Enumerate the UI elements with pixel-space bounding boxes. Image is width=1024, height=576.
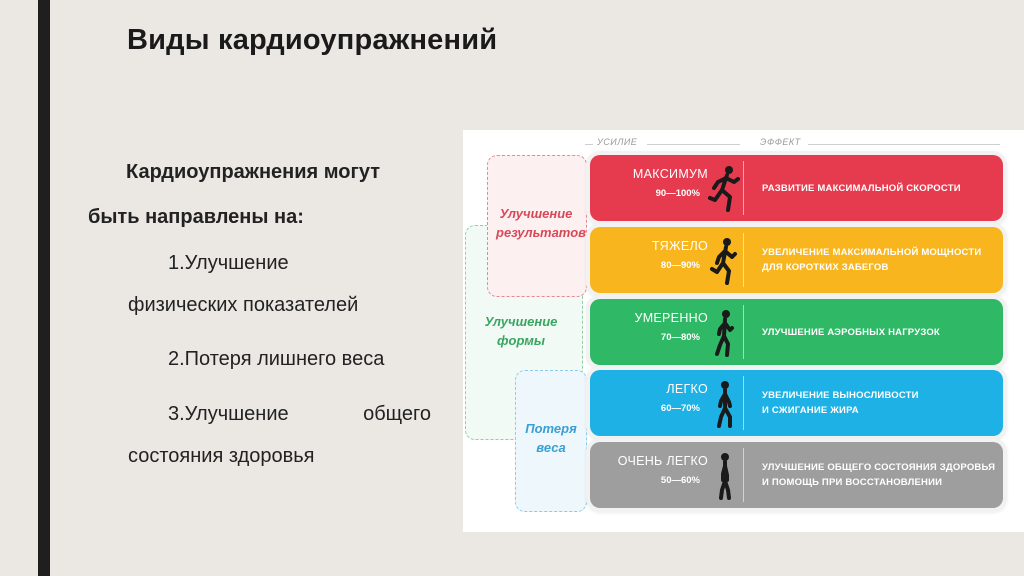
intro-line-2: быть направлены на: (88, 206, 304, 228)
zone-effect-line-1: УЛУЧШЕНИЕ АЭРОБНЫХ НАГРУЗОК (762, 326, 940, 338)
list-item-1-line-1: 1.Улучшение (168, 252, 289, 274)
group-label-form: Улучшение формы (481, 312, 561, 350)
zone-name: УМЕРЕННО (634, 311, 708, 325)
zone-effect: УЛУЧШЕНИЕ ОБЩЕГО СОСТОЯНИЯ ЗДОРОВЬЯ И ПО… (762, 442, 997, 508)
zone-effect-line-1: РАЗВИТИЕ МАКСИМАЛЬНОЙ СКОРОСТИ (762, 182, 961, 194)
zone-divider (743, 448, 744, 502)
zone-name: ТЯЖЕЛО (652, 239, 708, 253)
zone-effect-line-2: И ПОМОЩЬ ПРИ ВОССТАНОВЛЕНИИ (762, 477, 943, 488)
zone-row-easy: ЛЕГКО 60—70% УВЕЛИЧЕНИЕ ВЫНОСЛИВОСТИ И С… (590, 370, 1003, 436)
slide-title: Виды кардиоупражнений (127, 24, 498, 56)
walker-icon (719, 453, 731, 500)
zone-effect-line-1: УВЕЛИЧЕНИЕ ВЫНОСЛИВОСТИ (762, 390, 919, 401)
group-label-weight-line-2: веса (536, 440, 566, 455)
running-runner-icon (710, 238, 737, 285)
group-label-results-line-1: Улучшение (499, 206, 573, 221)
group-label-weight-line-1: Потеря (525, 421, 577, 436)
zone-percent: 70—80% (660, 332, 700, 343)
group-box-weight-loss (515, 370, 587, 512)
zone-effect-line-1: УЛУЧШЕНИЕ ОБЩЕГО СОСТОЯНИЯ ЗДОРОВЬЯ (762, 462, 996, 473)
group-label-form-line-1: Улучшение (484, 314, 558, 329)
slide-left-accent-bar (38, 0, 50, 576)
heart-rate-zones-infographic: УСИЛИЕ ЭФФЕКТ Улучшение результатов Улуч… (463, 130, 1024, 532)
intro-line-1: Кардиоупражнения могут (126, 161, 381, 183)
intro-text: Кардиоупражнения могут быть направлены н… (88, 150, 433, 240)
zone-divider (743, 233, 744, 287)
zone-effect-line-1: УВЕЛИЧЕНИЕ МАКСИМАЛЬНОЙ МОЩНОСТИ (762, 247, 982, 258)
header-effect: ЭФФЕКТ (760, 137, 801, 147)
zone-divider (743, 161, 744, 215)
header-effort: УСИЛИЕ (597, 137, 638, 147)
header-rule (585, 144, 593, 145)
header-rule (808, 144, 1000, 145)
zone-percent: 80—90% (660, 260, 700, 271)
list-item-3-line-2: состояния здоровья (128, 445, 315, 467)
zone-effect-line-2: И СЖИГАНИЕ ЖИРА (762, 405, 859, 416)
zone-row-moderate: УМЕРЕННО 70—80% УЛУЧШЕНИЕ АЭРОБНЫХ НАГРУ… (590, 299, 1003, 365)
zone-effect: УВЕЛИЧЕНИЕ ВЫНОСЛИВОСТИ И СЖИГАНИЕ ЖИРА (762, 370, 997, 436)
fast-walker-icon (717, 381, 732, 428)
group-label-results: Улучшение результатов (496, 204, 586, 242)
zone-divider (743, 305, 744, 359)
zone-row-very-easy: ОЧЕНЬ ЛЕГКО 50—60% УЛУЧШЕНИЕ ОБЩЕГО СОСТ… (590, 442, 1003, 508)
zone-effect: УВЕЛИЧЕНИЕ МАКСИМАЛЬНОЙ МОЩНОСТИ ДЛЯ КОР… (762, 227, 997, 293)
zone-effect-line-2: ДЛЯ КОРОТКИХ ЗАБЕГОВ (762, 262, 889, 273)
group-box-results (487, 155, 587, 297)
group-label-form-line-2: формы (497, 333, 545, 348)
list-item-3-word-1: 3.Улучшение (168, 403, 289, 425)
group-label-weight: Потеря веса (521, 419, 581, 457)
sprinting-runner-icon (708, 166, 740, 212)
zone-effect: РАЗВИТИЕ МАКСИМАЛЬНОЙ СКОРОСТИ (762, 155, 997, 221)
list-item-3-line-1: 3.Улучшение общего (168, 399, 431, 429)
group-label-results-line-2: результатов (496, 225, 586, 240)
zone-name: ЛЕГКО (666, 382, 708, 396)
zone-percent: 60—70% (660, 403, 700, 414)
zone-name: ОЧЕНЬ ЛЕГКО (617, 454, 708, 468)
zone-percent: 90—100% (655, 188, 700, 199)
header-rule (647, 144, 740, 145)
zone-effect: УЛУЧШЕНИЕ АЭРОБНЫХ НАГРУЗОК (762, 299, 997, 365)
zone-percent: 50—60% (660, 475, 700, 486)
list-item-3-word-2: общего (363, 403, 431, 425)
jogging-runner-icon (715, 310, 734, 357)
list-item-2: 2.Потеря лишнего веса (168, 348, 385, 370)
zone-name: МАКСИМУМ (632, 167, 708, 181)
zone-row-maximum: МАКСИМУМ 90—100% РАЗВИТИЕ МАКСИМАЛЬНОЙ С… (590, 155, 1003, 221)
zone-row-hard: ТЯЖЕЛО 80—90% УВЕЛИЧЕНИЕ МАКСИМАЛЬНОЙ МО… (590, 227, 1003, 293)
zone-divider (743, 376, 744, 430)
list-item-1-line-2: физических показателей (128, 294, 359, 316)
